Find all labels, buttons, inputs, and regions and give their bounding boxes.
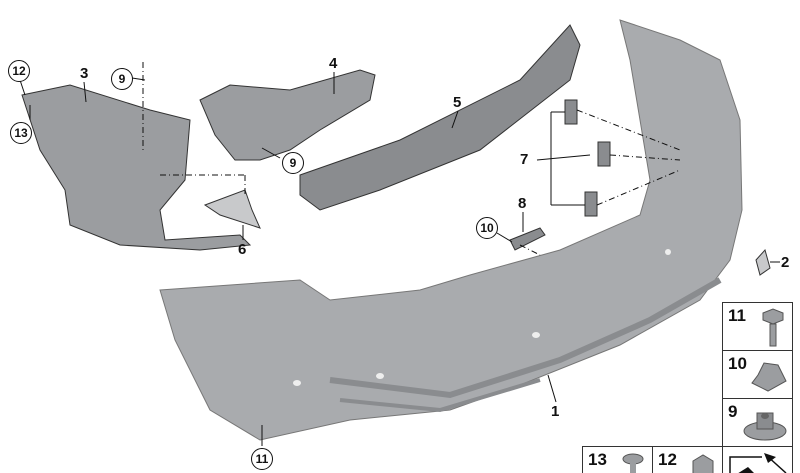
box-number: 11 [728,306,746,325]
torx-screw-icon [622,453,644,473]
box-number: 10 [728,354,747,373]
callout-3: 3 [80,65,89,82]
part-2-cap [755,248,771,276]
flange-nut-icon [743,412,787,441]
hardware-box-arrow [722,446,793,473]
hex-bolt-icon [762,308,784,347]
carrier-5 [299,24,581,211]
callout-12: 12 [8,60,30,82]
callout-9-b: 9 [282,152,304,174]
callout-8: 8 [518,195,527,212]
callout-1: 1 [551,403,560,420]
clip-nut-icon [692,454,714,473]
box-number: 13 [588,450,607,469]
hardware-box-12: 12 [652,446,723,473]
dashed-assembly-lines [142,62,681,256]
callout-5: 5 [453,94,462,111]
bracket-7-bottom [584,191,598,217]
clip-icon [751,362,787,392]
hardware-box-11: 11 [722,302,793,351]
callout-9: 9 [111,68,133,90]
part-6 [203,189,261,229]
callout-6: 6 [238,241,247,258]
bracket-7-middle [597,141,611,167]
callout-13: 13 [10,122,32,144]
part-8 [509,227,546,251]
hardware-box-10: 10 [722,350,793,399]
bumper-cover [159,19,743,441]
leader-lines [19,72,780,446]
hardware-box-9: 9 [722,398,793,447]
bracket-7-top [564,99,578,125]
box-number: 9 [728,402,738,421]
bracket-left [21,84,252,251]
callout-4: 4 [329,55,338,72]
guide-4 [199,69,376,161]
callout-7: 7 [520,151,529,168]
callout-2: 2 [781,254,790,271]
hardware-box-13: 13 [582,446,653,473]
box-number: 12 [658,450,677,469]
callout-10: 10 [476,217,498,239]
callout-11: 11 [251,448,273,470]
direction-arrow-icon [729,453,787,473]
